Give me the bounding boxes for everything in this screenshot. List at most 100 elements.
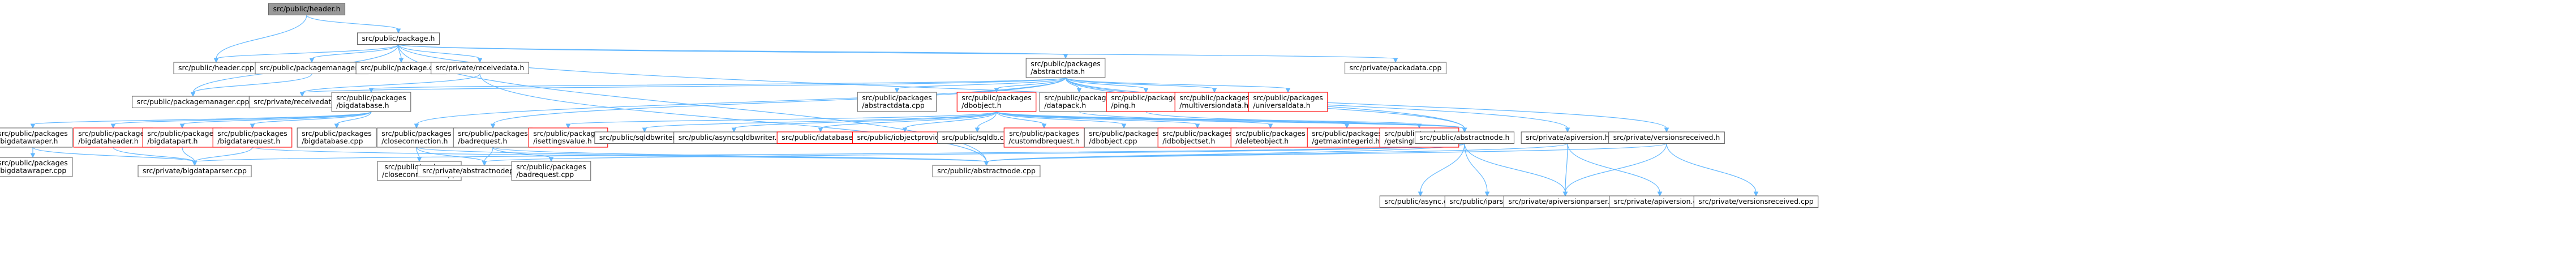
node-datapack-h[interactable]: src/public/packages/datapack.h	[1039, 92, 1119, 112]
edge-dbobject_h-to-isettingsvalue_h	[568, 111, 997, 125]
edge-arrowhead	[398, 58, 404, 63]
edge-arrowhead	[1268, 123, 1273, 129]
node-label: src/private/versionsreceived.h	[1613, 133, 1720, 142]
edge-arrowhead	[1393, 58, 1398, 63]
node-label: src/public/packages	[1235, 129, 1306, 138]
node-packagemanager-h[interactable]: src/public/packagemanager.h	[255, 62, 369, 75]
edge-dbobject_h-to-dbobject_cpp	[996, 111, 1124, 125]
node-receivedata-h[interactable]: src/private/receivedata.h	[431, 62, 529, 75]
node-label: /badrequest.cpp	[516, 170, 574, 179]
node-packadata-cpp[interactable]: src/private/packadata.cpp	[1345, 62, 1446, 75]
node-label: /idbobjectset.h	[1162, 137, 1215, 146]
node-label: src/public/packages	[1089, 129, 1159, 138]
edge-arrowhead	[1285, 88, 1291, 93]
edge-arrowhead	[1753, 191, 1759, 197]
node-dbobject-cpp[interactable]: src/public/packages/dbobject.cpp	[1084, 127, 1164, 148]
node-customdbrequest-h[interactable]: src/public/packages/customdbrequest.h	[1003, 127, 1085, 148]
node-versionsreceived-h[interactable]: src/private/versionsreceived.h	[1608, 131, 1725, 144]
node-universaldata-h[interactable]: src/public/packages/universaldata.h	[1248, 92, 1328, 112]
node-package-h[interactable]: src/public/package.h	[357, 32, 440, 45]
edge-header_h-to-package_h	[306, 15, 399, 30]
node-label: src/private/versionsreceived.cpp	[1698, 197, 1814, 206]
node-async-cpp[interactable]: src/public/async.cpp	[1379, 195, 1462, 208]
node-label: src/public/packages	[1179, 93, 1250, 102]
edge-arrowhead	[477, 58, 483, 63]
edge-apiversion_h-to-apiversion_cpp	[1567, 143, 1660, 193]
node-label: src/private/bigdataparser.cpp	[143, 166, 247, 175]
node-apiversionparser-cpp[interactable]: src/private/apiversionparser.cpp	[1503, 195, 1628, 208]
node-dbobject-h[interactable]: src/public/packages/dbobject.h	[956, 92, 1037, 112]
node-abstractnode-cpp[interactable]: src/public/abstractnode.cpp	[932, 165, 1041, 178]
node-bigdataheader-h[interactable]: src/public/packages/bigdataheader.h	[73, 127, 153, 148]
edge-abstractdata_h-to-closeconnection_h	[416, 77, 1066, 125]
node-box	[376, 127, 457, 148]
node-label: /bigdatawraper.h	[0, 137, 58, 146]
edge-arrowhead	[1212, 88, 1217, 93]
node-deleteobject-h[interactable]: src/public/packages/deleteobject.h	[1230, 127, 1311, 148]
edge-arrowhead	[731, 127, 737, 133]
node-versionsreceived-cpp[interactable]: src/private/versionsreceived.cpp	[1693, 195, 1819, 208]
edge-package_h-to-header_cpp	[216, 44, 399, 59]
node-label: /getmaxintegerid.h	[1312, 137, 1380, 146]
node-label: /bigdatarequest.h	[217, 137, 280, 146]
node-box	[1003, 127, 1085, 148]
node-badrequest-cpp[interactable]: src/public/packages/badrequest.cpp	[511, 161, 591, 181]
node-abstractdata-h[interactable]: src/public/packages/abstractdata.h	[1025, 58, 1106, 78]
node-label: src/public/packages	[336, 93, 406, 102]
node-label: src/public/abstractnode.cpp	[937, 166, 1036, 175]
node-box	[1414, 131, 1515, 144]
node-apiversion-h[interactable]: src/private/apiversion.h	[1521, 131, 1615, 144]
node-bigdatawraper-cpp[interactable]: src/public/packages/bigdatawraper.cpp	[0, 157, 73, 177]
edge-versionsreceived_h-to-apiversionparser_cpp	[1565, 143, 1667, 193]
node-label: /abstractdata.cpp	[862, 101, 925, 110]
node-sqldb-cpp[interactable]: src/public/sqldb.cpp	[937, 131, 1017, 144]
node-label: /closeconnection.h	[381, 137, 448, 146]
node-abstractdata-cpp[interactable]: src/public/packages/abstractdata.cpp	[857, 92, 937, 112]
node-bigdataparser-cpp[interactable]: src/private/bigdataparser.cpp	[138, 165, 252, 178]
node-label: src/public/header.h	[273, 5, 340, 13]
node-box	[331, 92, 411, 112]
edge-arrowhead	[894, 88, 900, 93]
node-asyncsqldbwriter-cpp[interactable]: src/public/asyncsqldbwriter.cpp	[673, 131, 795, 144]
node-label: src/public/sqldbwriter.cpp	[599, 133, 690, 142]
node-bigdatarequest-h[interactable]: src/public/packages/bigdatarequest.h	[212, 127, 293, 148]
node-getmaxintegerid-h[interactable]: src/public/packages/getmaxintegerid.h	[1307, 127, 1387, 148]
node-bigdatabase-cpp[interactable]: src/public/packages/bigdatabase.cpp	[297, 127, 377, 148]
edge-bigdatapart_h-to-bigdataparser_cpp	[182, 147, 195, 162]
node-idbobjectset-h[interactable]: src/public/packages/idbobjectset.h	[1157, 127, 1238, 148]
edge-arrowhead	[1041, 123, 1047, 129]
edge-package_h-to-packagemanager_h	[311, 44, 399, 59]
node-label: /bigdatawraper.cpp	[0, 166, 66, 175]
node-bigdatawraper-h[interactable]: src/public/packages/bigdatawraper.h	[0, 127, 73, 148]
node-header-h[interactable]: src/public/header.h	[268, 3, 346, 16]
node-abstractnode-h[interactable]: src/public/abstractnode.h	[1414, 131, 1515, 144]
edge-bigdatarequest_h-to-bigdataparser_cpp	[194, 147, 253, 162]
node-iobjectprovider-h[interactable]: src/public/iobjectprovider.h	[852, 131, 958, 144]
node-idatabase-h[interactable]: src/public/idatabase.h	[776, 131, 865, 144]
node-box	[212, 127, 293, 148]
node-box	[1693, 195, 1819, 208]
node-label: src/public/package.cpp	[360, 63, 442, 72]
edge-arrowhead	[299, 92, 305, 97]
node-label: /bigdatabase.h	[336, 101, 389, 110]
node-label: /dbobject.cpp	[1089, 137, 1137, 146]
node-sqldbwriter-cpp[interactable]: src/public/sqldbwriter.cpp	[594, 131, 695, 144]
node-closeconnection-h[interactable]: src/public/packages/closeconnection.h	[376, 127, 457, 148]
edge-closeconnection_h-to-abstractnodeparser_cpp	[416, 147, 485, 162]
node-header-cpp[interactable]: src/public/header.cpp	[173, 62, 259, 75]
node-label: src/public/packages	[961, 93, 1032, 102]
node-ping-h[interactable]: src/public/packages/ping.h	[1106, 92, 1186, 112]
node-badrequest-h[interactable]: src/public/packages/badrequest.h	[453, 127, 533, 148]
node-label: /ping.h	[1111, 101, 1135, 110]
node-label: src/public/packages	[0, 159, 68, 167]
node-bigdatabase-h[interactable]: src/public/packages/bigdatabase.h	[331, 92, 411, 112]
node-multiversiondata-h[interactable]: src/public/packages/multiversiondata.h	[1174, 92, 1255, 112]
edge-apiversion_h-to-apiversionparser_cpp	[1565, 143, 1568, 193]
node-bigdatapart-h[interactable]: src/public/packages/bigdatapart.h	[142, 127, 222, 148]
node-apiversion-cpp[interactable]: src/private/apiversion.cpp	[1609, 195, 1711, 208]
node-label: src/public/iobjectprovider.h	[857, 133, 952, 142]
edge-badrequest_h-to-badrequest_cpp	[492, 147, 552, 159]
node-box	[1174, 92, 1255, 112]
node-packagemanager-cpp[interactable]: src/public/packagemanager.cpp	[132, 96, 254, 109]
node-label: src/public/packagemanager.cpp	[137, 97, 250, 106]
